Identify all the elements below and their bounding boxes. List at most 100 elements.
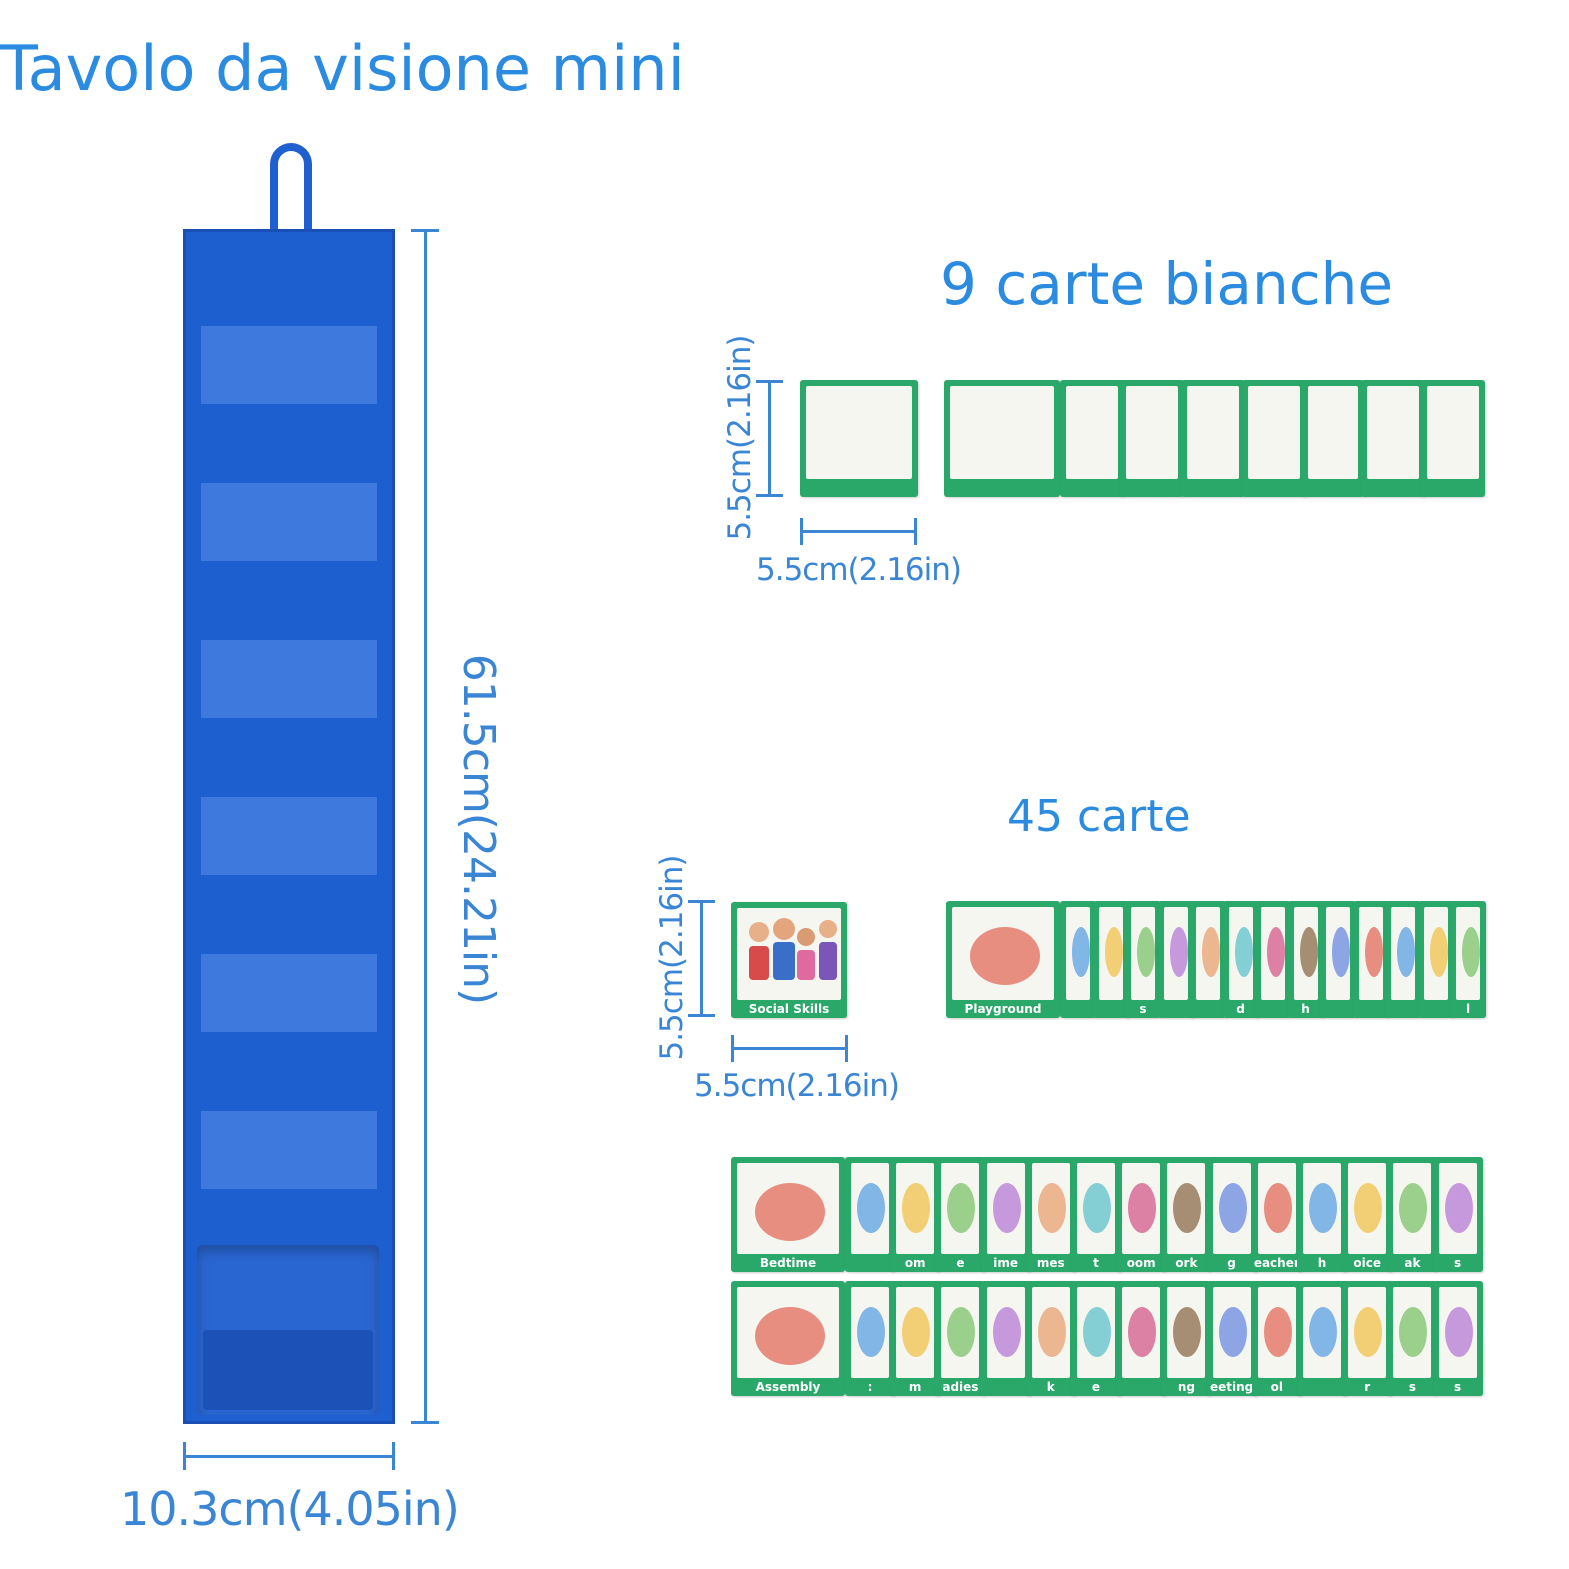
- picture-card: [1320, 901, 1356, 1018]
- picture-card: h: [1297, 1157, 1347, 1272]
- picture-card-illustration: [1031, 1163, 1070, 1254]
- picture-card-label: l: [1465, 1002, 1471, 1016]
- illustration-shape: [1364, 927, 1383, 977]
- picture-card-illustration: [1358, 907, 1383, 1000]
- picture-card-label: d: [1236, 1002, 1245, 1016]
- picture-card-label: s: [1454, 1380, 1462, 1394]
- picture-card-illustration: [737, 1287, 839, 1378]
- picture-card-label: s: [1454, 1256, 1462, 1270]
- board-pocket-row: [201, 875, 377, 955]
- picture-card: [1116, 1281, 1167, 1396]
- illustration-shape: [1444, 1307, 1473, 1357]
- blank-card-face: [1248, 386, 1300, 479]
- picture-card: [1352, 901, 1389, 1018]
- illustration-shape: [1444, 1183, 1473, 1233]
- illustration-shape: [1173, 1307, 1202, 1357]
- blank-card-face: [1126, 386, 1178, 479]
- picture-card: mes: [1025, 1157, 1076, 1272]
- illustration-shape: [1218, 1183, 1247, 1233]
- illustration-shape: [1083, 1307, 1111, 1357]
- illustration-shape: [1309, 1307, 1337, 1357]
- hanging-loop: [270, 143, 312, 235]
- illustration-shape: [1399, 1307, 1428, 1357]
- board-height-label: 61.5cm(24.21in): [453, 653, 504, 1005]
- board-width-line: [183, 1455, 395, 1458]
- social-skills-illustration: [737, 908, 841, 1000]
- picture-card-label: ork: [1175, 1256, 1198, 1270]
- blank-card-face: [1308, 386, 1358, 479]
- illustration-shape: [947, 1307, 976, 1357]
- picture-card: om: [890, 1157, 941, 1272]
- picture-card-illustration: [1131, 907, 1155, 1000]
- picture-card-label: eacher: [1253, 1256, 1300, 1270]
- board-pocket-row: [201, 718, 377, 798]
- picture-card-label: :: [867, 1380, 873, 1394]
- blank-card-face: [1066, 386, 1118, 479]
- illustration-shape: [1169, 927, 1188, 977]
- picture-card: [1190, 901, 1226, 1018]
- picture-card-illustration: [1196, 907, 1220, 1000]
- picture-card-label: s: [1408, 1380, 1416, 1394]
- picture-card-illustration: [1257, 1287, 1296, 1378]
- picture-card-illustration: [896, 1163, 935, 1254]
- blank-card-face: [1427, 386, 1479, 479]
- illustration-shape: [1354, 1183, 1383, 1233]
- picture-card: e: [1071, 1281, 1121, 1396]
- picture-card-label: eeting: [1209, 1380, 1254, 1394]
- picture-card-label: Playground: [964, 1002, 1042, 1016]
- picture-card-illustration: [1212, 1163, 1251, 1254]
- illustration-shape: [1263, 1183, 1292, 1233]
- board-pocket-row: [201, 561, 377, 641]
- picture-card-illustration: [1326, 907, 1350, 1000]
- picture-card-label: e: [956, 1256, 965, 1270]
- illustration-shape: [902, 1183, 931, 1233]
- picture-card: ng: [1161, 1281, 1212, 1396]
- picture-card-illustration: [1423, 907, 1448, 1000]
- picture-width-line: [731, 1047, 848, 1050]
- picture-card: :: [845, 1281, 895, 1396]
- board-height-tick-bottom: [411, 1421, 439, 1424]
- board-pocket-row: [201, 404, 377, 484]
- board-height-line: [424, 229, 427, 1424]
- picture-card: Assembly: [731, 1281, 845, 1396]
- blank-card: [944, 380, 1060, 497]
- picture-card-illustration: [941, 1287, 980, 1378]
- picture-card: k: [1025, 1281, 1076, 1396]
- illustration-shape: [1218, 1307, 1247, 1357]
- picture-card: ol: [1251, 1281, 1302, 1396]
- picture-card: t: [1071, 1157, 1121, 1272]
- picture-card-illustration: [986, 1287, 1025, 1378]
- picture-height-tick-top: [688, 900, 715, 903]
- blank-card: [1242, 380, 1306, 497]
- blank-height-tick-bottom: [756, 494, 783, 497]
- illustration-shape: [1234, 927, 1253, 977]
- picture-card-label: om: [904, 1256, 926, 1270]
- picture-card-illustration: [1261, 907, 1285, 1000]
- illustration-shape: [1462, 927, 1480, 977]
- picture-card-label: Bedtime: [759, 1256, 817, 1270]
- board-pocket-row: [201, 1032, 377, 1112]
- illustration-shape: [755, 1183, 825, 1241]
- picture-card-label: k: [1046, 1380, 1055, 1394]
- picture-card-illustration: [737, 1163, 839, 1254]
- picture-card-label: ol: [1270, 1380, 1283, 1394]
- picture-card-label: h: [1317, 1256, 1327, 1270]
- picture-card: d: [1222, 901, 1259, 1018]
- picture-card: [1060, 901, 1096, 1018]
- picture-width-tick-right: [845, 1035, 848, 1062]
- picture-card-label: h: [1301, 1002, 1310, 1016]
- picture-card-label: ime: [993, 1256, 1018, 1270]
- picture-card-illustration: [1077, 1287, 1115, 1378]
- board-width-tick-left: [183, 1442, 186, 1470]
- blank-card-face: [806, 386, 912, 479]
- picture-card-label: ng: [1177, 1380, 1195, 1394]
- page-title: Tavolo da visione mini: [0, 32, 685, 105]
- blank-card: [1060, 380, 1124, 497]
- picture-card-label: oom: [1126, 1256, 1156, 1270]
- board-pocket-row: [201, 639, 377, 720]
- illustration-shape: [1104, 927, 1123, 977]
- picture-card-illustration: [851, 1163, 889, 1254]
- picture-card: l: [1450, 901, 1486, 1018]
- picture-card-illustration: [1456, 907, 1480, 1000]
- board-pocket-row: [201, 247, 377, 327]
